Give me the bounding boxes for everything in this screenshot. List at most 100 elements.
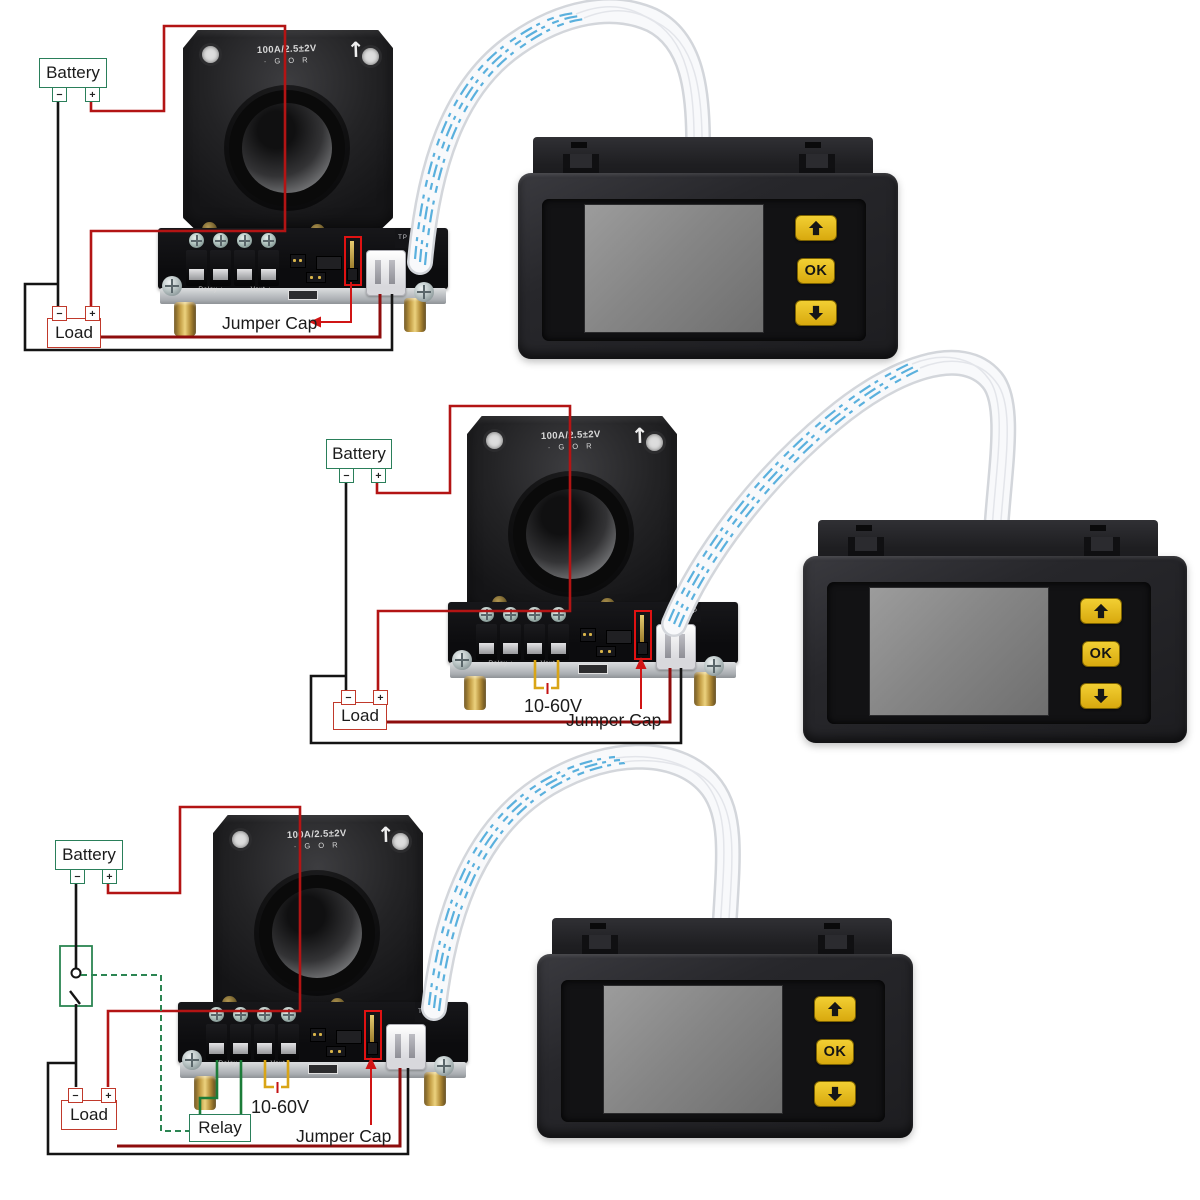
ok-button[interactable]: OK	[816, 1039, 854, 1065]
plus-terminal: +	[371, 468, 386, 483]
sensor-aperture	[259, 875, 375, 991]
up-arrow-icon	[827, 1001, 843, 1017]
minus-terminal: −	[341, 690, 356, 705]
terminal-screw-icon	[257, 1007, 272, 1022]
minus-terminal: −	[52, 306, 67, 321]
jst-connector	[656, 624, 696, 670]
mounting-clip	[818, 935, 854, 957]
standoff	[404, 298, 426, 332]
jumper-highlight-box	[344, 236, 362, 286]
standoff	[424, 1072, 446, 1106]
flange-slot	[805, 142, 821, 148]
mounting-clip	[563, 154, 599, 176]
terminal-screw-icon	[281, 1007, 296, 1022]
jumper-cap-label: Jumper Cap	[296, 1126, 392, 1146]
mounting-hole-icon	[359, 45, 382, 68]
load-label: Load	[47, 318, 101, 348]
pin-header	[310, 1028, 326, 1042]
sensor-pcb-2: − Relay + − Vext + TP	[448, 596, 738, 712]
sensor-aperture	[229, 90, 345, 206]
down-arrow-icon	[1093, 688, 1109, 704]
standoff	[694, 672, 716, 706]
up-arrow-icon	[808, 220, 824, 236]
load-label: Load	[61, 1100, 117, 1130]
vext-range-label: 10-60V	[251, 1097, 310, 1117]
flange-slot	[856, 525, 872, 531]
mounting-flange	[818, 520, 1158, 560]
up-button[interactable]	[814, 996, 856, 1022]
ic-chip	[336, 1030, 362, 1044]
sensor-pcb-3: − Relay + − Vext + TP	[178, 996, 468, 1112]
minus-terminal: −	[52, 87, 67, 102]
standoff	[194, 1076, 216, 1110]
terminal-screw-icon	[189, 233, 204, 248]
terminal-screw-icon	[233, 1007, 248, 1022]
ok-button[interactable]: OK	[1082, 641, 1120, 667]
minus-terminal: −	[339, 468, 354, 483]
pin-header	[596, 646, 616, 657]
diode	[578, 664, 608, 674]
current-sensor-3: 100A/2.5±2V · G O R ↑	[213, 815, 423, 1017]
load-label: Load	[333, 702, 387, 730]
lcd-screen	[603, 985, 783, 1114]
mounting-hole-icon	[389, 830, 412, 853]
jumper-cap-label: Jumper Cap	[222, 313, 318, 333]
flange-slot	[590, 923, 606, 929]
pin-header	[326, 1046, 346, 1057]
lcd-screen	[584, 204, 764, 333]
terminal-screw-icon	[503, 607, 518, 622]
relay-label: Relay	[189, 1114, 251, 1142]
screw-icon	[452, 650, 472, 670]
standoff	[174, 302, 196, 336]
jst-connector	[386, 1024, 426, 1070]
up-button[interactable]	[1080, 598, 1122, 624]
ok-button[interactable]: OK	[797, 258, 835, 284]
screw-terminal	[186, 250, 207, 286]
screw-icon	[182, 1050, 202, 1070]
ic-chip	[606, 630, 632, 644]
direction-arrow-icon: ↑	[346, 37, 366, 63]
display-module-1: OK	[518, 137, 898, 359]
screw-terminal	[254, 1024, 275, 1060]
down-button[interactable]	[1080, 683, 1122, 709]
screw-terminal	[234, 250, 255, 286]
pin-header	[580, 628, 596, 642]
minus-terminal: −	[70, 869, 85, 884]
plus-terminal: +	[85, 306, 100, 321]
relay-silkscreen: − Relay +	[211, 1060, 245, 1067]
terminal-screw-icon	[261, 233, 276, 248]
switch-box	[59, 945, 93, 1007]
sensor-rating-text: 100A/2.5±2V · G O R	[286, 827, 347, 851]
switch-blade-icon	[69, 990, 81, 1005]
down-arrow-icon	[808, 305, 824, 321]
display-module-2: OK	[803, 520, 1187, 743]
display-face: OK	[561, 980, 885, 1122]
sensor-aperture	[513, 476, 629, 592]
display-face: OK	[542, 199, 866, 341]
battery-label: Battery	[326, 439, 392, 469]
terminal-screw-icon	[551, 607, 566, 622]
flange-slot	[1090, 525, 1106, 531]
mounting-clip	[848, 537, 884, 559]
mounting-hole-icon	[229, 828, 252, 851]
screw-terminal	[210, 250, 231, 286]
jst-connector	[366, 250, 406, 296]
down-button[interactable]	[795, 300, 837, 326]
vext-silkscreen: − Vext +	[244, 286, 272, 293]
down-button[interactable]	[814, 1081, 856, 1107]
flange-slot	[824, 923, 840, 929]
minus-terminal: −	[68, 1088, 83, 1103]
terminal-screw-icon	[479, 607, 494, 622]
relay-silkscreen: − Relay +	[481, 660, 515, 667]
screw-icon	[414, 282, 434, 302]
terminal-screw-icon	[527, 607, 542, 622]
tp-header: TP	[415, 1002, 431, 1022]
mounting-clip	[799, 154, 835, 176]
up-button[interactable]	[795, 215, 837, 241]
tp-header: TP	[395, 228, 411, 248]
plus-terminal: +	[373, 690, 388, 705]
pin-header	[290, 254, 306, 268]
screw-terminal	[278, 1024, 299, 1060]
standoff	[464, 676, 486, 710]
mounting-hole-icon	[199, 43, 222, 66]
